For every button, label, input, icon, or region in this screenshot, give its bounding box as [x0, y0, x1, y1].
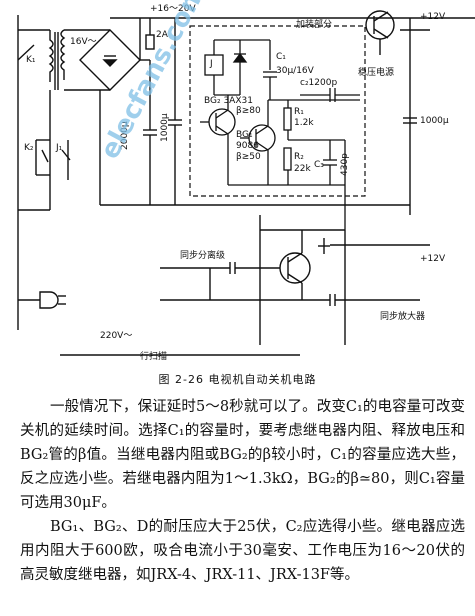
regulator-label: 稳压电源 [358, 68, 395, 78]
bg2-beta-label: β≥80 [236, 106, 261, 116]
k2-label: K₂ [24, 143, 34, 153]
bg1-label: BG₁ [236, 130, 253, 140]
paragraph-2: BG₁、BG₂、D的耐压应大于25伏，C₂应选得小些。继电器应选用内阻大于600… [20, 519, 465, 583]
c3-label: C₃ [314, 160, 324, 170]
c3-value-label: 430p [340, 153, 350, 176]
r2-value-label: 22k [294, 164, 311, 174]
paragraph-1: 一般情况下，保证延时5～8秒就可以了。改变C₁的电容量可改变关机的延续时间。选择… [20, 399, 465, 511]
c2-value-label: c₂1200p [300, 78, 338, 88]
cap-left-label: 2000μ [120, 121, 130, 150]
sync-amp-label: 同步放大器 [380, 312, 426, 322]
bg1-type-label: 9086 [236, 141, 259, 151]
j1-label: J₁ [56, 143, 63, 153]
sync-sep-label: 同步分离级 [180, 251, 226, 261]
cap-right-label: 1000μ [420, 116, 449, 126]
cap-left2-label: 1000μ [160, 113, 170, 142]
fuse-label: 2A [156, 30, 168, 40]
c1-value-label: 30μ/16V [276, 66, 314, 76]
top-supply-label: +16～20V [150, 4, 196, 14]
bg1-beta-label: β≥50 [236, 152, 261, 162]
k1-label: K₁ [26, 55, 36, 65]
r1-label: R₁ [294, 107, 304, 117]
bg2-label: BG₂ 3AX31 [204, 96, 253, 106]
r2-label: R₂ [294, 152, 304, 162]
box-title-label: 加装部分 [296, 20, 333, 30]
c1-label: C₁ [276, 52, 286, 62]
relay-j-label: J [210, 59, 213, 69]
mid-right-supply-label: +12V [420, 254, 446, 264]
mains-label: 220V～ [100, 331, 133, 341]
figure-caption: 图 2-26 电视机自动关机电路 [158, 373, 317, 386]
top-right-supply-label: +12V [420, 12, 446, 22]
line-scan-label: 行扫描 [140, 352, 168, 362]
transformer-out-label: 16V～ [70, 37, 97, 47]
circuit-schematic [17, 10, 475, 356]
r1-value-label: 1.2k [294, 118, 314, 128]
